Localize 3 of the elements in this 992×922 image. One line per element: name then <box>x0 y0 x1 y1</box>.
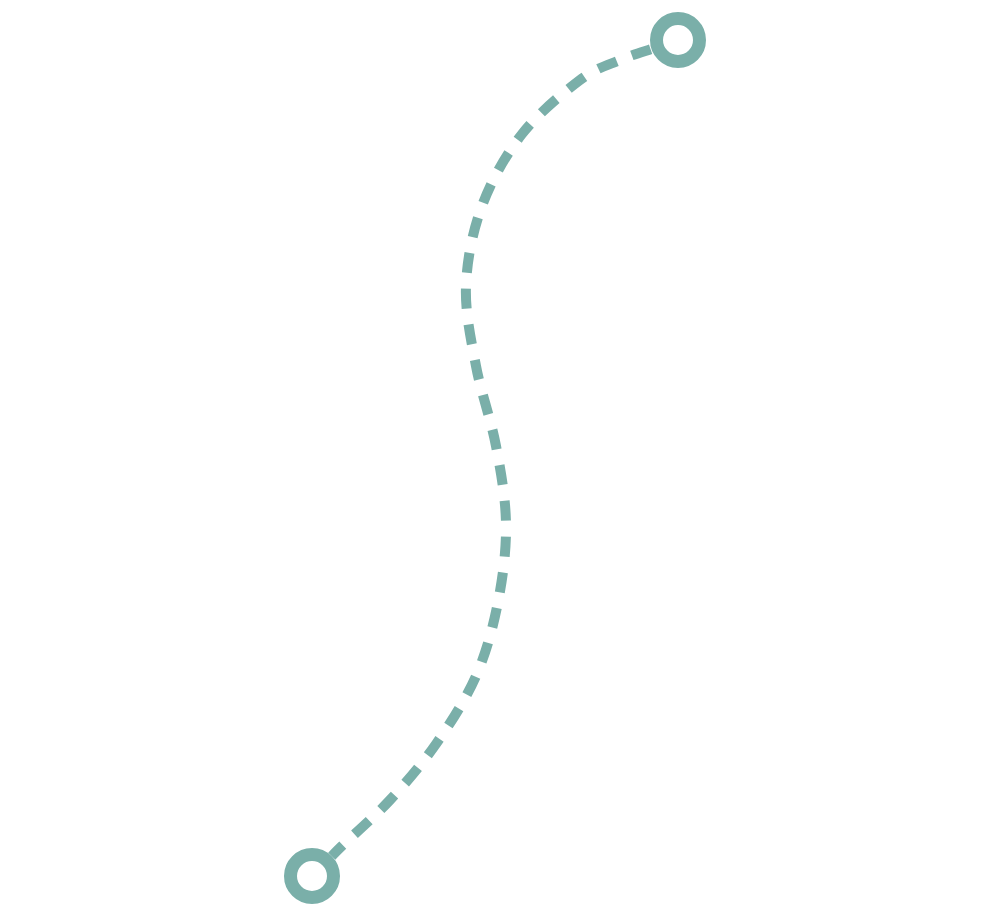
dashed-connector <box>328 44 653 860</box>
ring-marker <box>649 12 705 68</box>
ring-marker <box>284 848 340 904</box>
